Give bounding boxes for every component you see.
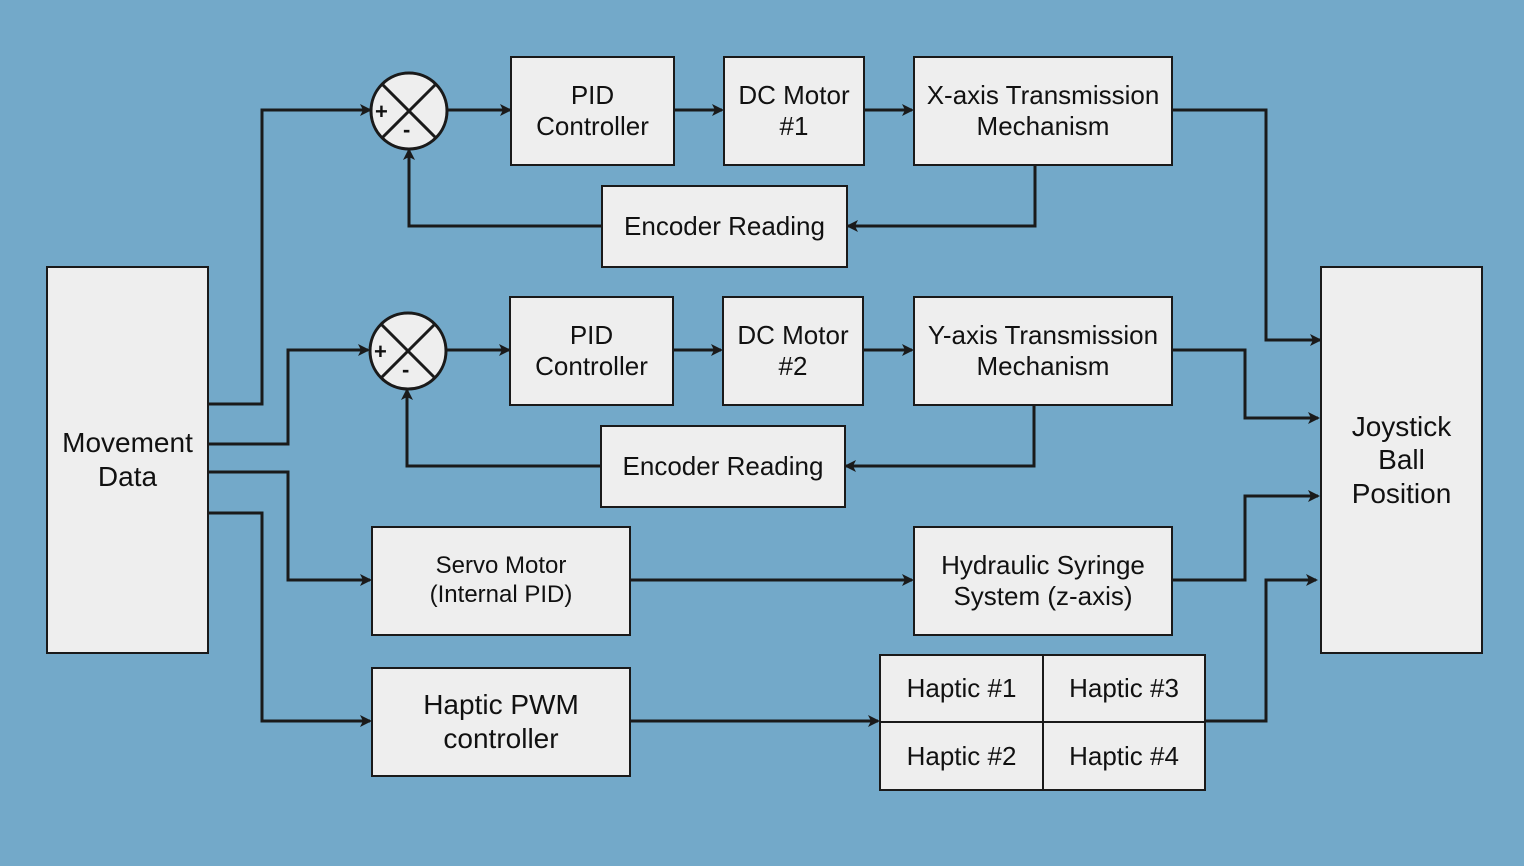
arrow-movement-to-x-sum [208,104,372,406]
y-transmission-label: Y-axis Transmission Mechanism [927,319,1159,381]
haptic-4-cell: Haptic #4 [1069,740,1179,771]
x-transmission-label: X-axis Transmission Mechanism [926,79,1160,141]
hydraulic-syringe-label: Hydraulic Syringe System (z-axis) [941,549,1145,611]
haptic-3-cell: Haptic #3 [1069,673,1179,703]
x-encoder-label: Encoder Reading [624,210,825,241]
y-pid-controller-block: PID Controller [509,296,674,406]
arrow-movement-to-y-sum [208,344,370,446]
haptic-1-cell: Haptic #1 [906,673,1017,703]
hydraulic-syringe-block: Hydraulic Syringe System (z-axis) [913,526,1173,636]
arrow-hydraulic-to-joystick [1172,490,1320,582]
x-summing-junction [369,71,449,151]
servo-motor-label: Servo Motor (Internal PID) [429,552,573,608]
arrow-movement-to-haptic-controller [208,511,372,727]
y-encoder-label: Encoder Reading [622,450,824,481]
arrow-y-encoder-to-sum [401,388,601,468]
y-sum-plus-sign: + [374,339,387,364]
y-pid-controller-label: PID Controller [535,319,648,381]
haptic-pwm-controller-label: Haptic PWM controller [423,689,579,754]
y-sum-minus-sign: - [402,357,410,382]
dc-motor-2-label: DC Motor #2 [737,319,849,381]
arrow-movement-to-servo [208,470,372,586]
arrow-haptics-to-joystick [1206,574,1318,723]
arrow-x-transmission-to-joystick [1172,108,1322,346]
arrow-y-transmission-to-encoder [844,405,1036,472]
x-transmission-block: X-axis Transmission Mechanism [913,56,1173,166]
y-transmission-block: Y-axis Transmission Mechanism [913,296,1173,406]
x-pid-controller-label: PID Controller [536,79,649,141]
dc-motor-2-block: DC Motor #2 [722,296,864,406]
arrow-y-transmission-to-joystick [1172,348,1320,424]
joystick-position-block: Joystick Ball Position [1320,266,1483,654]
x-sum-plus-sign: + [375,99,388,124]
x-sum-minus-sign: - [403,117,411,142]
dc-motor-1-block: DC Motor #1 [723,56,865,166]
joystick-position-label: Joystick Ball Position [1351,410,1452,509]
y-summing-junction [368,311,448,391]
haptic-2-cell: Haptic #2 [906,740,1017,771]
haptic-pwm-controller-block: Haptic PWM controller [371,667,631,777]
movement-data-block: Movement Data [46,266,209,654]
servo-motor-block: Servo Motor (Internal PID) [371,526,631,636]
arrow-x-encoder-to-sum [403,148,602,228]
arrow-x-transmission-to-encoder [846,165,1037,232]
y-encoder-block: Encoder Reading [600,425,846,508]
haptic-grid [879,654,1206,791]
movement-data-label: Movement Data [62,427,193,492]
dc-motor-1-label: DC Motor #1 [738,79,850,141]
x-encoder-block: Encoder Reading [601,185,848,268]
x-pid-controller-block: PID Controller [510,56,675,166]
